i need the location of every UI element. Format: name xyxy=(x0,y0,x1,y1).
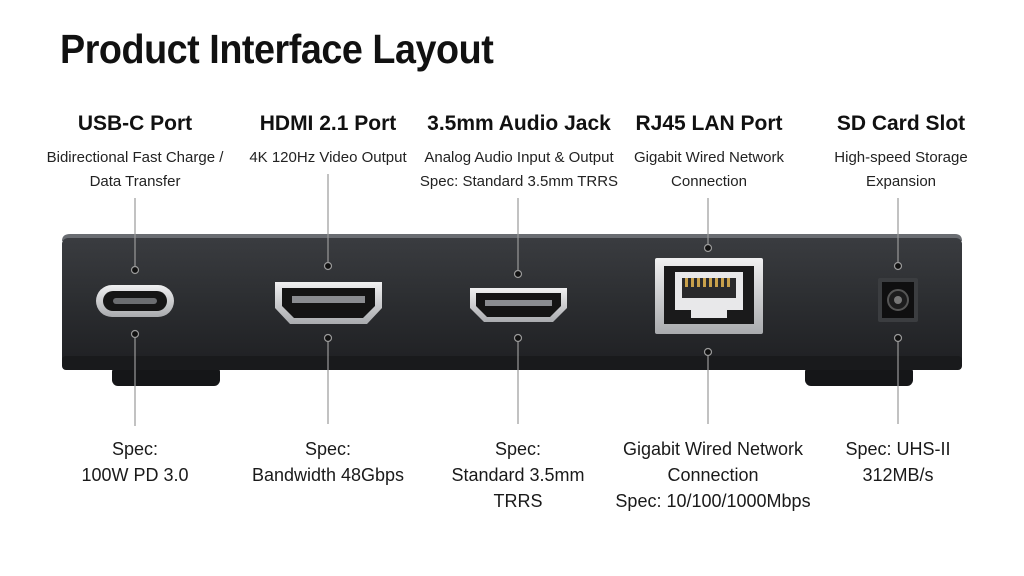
usb-c-description-line: Bidirectional Fast Charge / xyxy=(46,149,224,166)
device-bottom-edge xyxy=(62,356,962,370)
audio-jack-icon xyxy=(470,288,567,322)
rj45-callout xyxy=(703,198,713,424)
hdmi-port-description: 4K 120Hz Video Output xyxy=(203,146,453,170)
usb-c-spec-line: 100W PD 3.0 xyxy=(81,465,189,485)
hdmi-spec-line: Bandwidth 48Gbps xyxy=(251,465,405,485)
audio-jack-spec: Spec: Standard 3.5mm TRRS xyxy=(388,436,648,514)
usb-c-port-description: Bidirectional Fast Charge / Data Transfe… xyxy=(10,146,260,194)
usb-c-port-icon xyxy=(96,285,174,317)
audio-description-line: Analog Audio Input & Output xyxy=(424,149,614,166)
rj45-description-line: Gigabit Wired Network xyxy=(633,149,785,166)
audio-spec-line: Standard 3.5mm xyxy=(451,465,585,485)
sd-card-slot-spec: Spec: UHS-II 312MB/s xyxy=(768,436,1024,488)
sd-card-slot-icon xyxy=(878,278,918,322)
rj45-description-line: Connection xyxy=(671,173,747,190)
usb-c-description-line: Data Transfer xyxy=(89,173,181,190)
device-foot-right xyxy=(805,366,913,386)
hdmi-description-line: 4K 120Hz Video Output xyxy=(249,149,407,166)
rj45-spec-line: Spec: 10/100/1000Mbps xyxy=(615,491,811,511)
hdmi-spec-line: Spec: xyxy=(304,439,352,459)
audio-jack-callout xyxy=(513,198,523,424)
hdmi-port-icon xyxy=(275,282,382,324)
audio-description-line: Spec: Standard 3.5mm TRRS xyxy=(419,173,619,190)
audio-jack-title: 3.5mm Audio Jack xyxy=(427,112,611,135)
usb-c-callout xyxy=(130,198,140,426)
rj45-port-title: RJ45 LAN Port xyxy=(635,112,783,135)
sd-card-spec-line: Spec: UHS-II xyxy=(845,439,951,459)
rj45-port-description: Gigabit Wired Network Connection xyxy=(584,146,834,194)
sd-card-slot-title: SD Card Slot xyxy=(836,112,966,135)
sd-card-slot-description: High-speed Storage Expansion xyxy=(776,146,1024,194)
hdmi-port-title: HDMI 2.1 Port xyxy=(259,112,397,135)
sd-card-description-line: Expansion xyxy=(865,173,937,190)
rj45-spec-line: Connection xyxy=(667,465,759,485)
usb-c-port-spec: Spec: 100W PD 3.0 xyxy=(5,436,265,488)
hdmi-callout xyxy=(323,174,333,424)
sd-card-description-line: High-speed Storage xyxy=(834,149,968,166)
device-foot-left xyxy=(112,366,220,386)
rj45-spec-line: Gigabit Wired Network xyxy=(622,439,804,459)
audio-jack-description: Analog Audio Input & Output Spec: Standa… xyxy=(394,146,644,194)
sd-card-spec-line: 312MB/s xyxy=(862,465,934,485)
audio-spec-line: Spec: xyxy=(494,439,542,459)
rj45-port-icon xyxy=(655,258,763,334)
page-title: Product Interface Layout xyxy=(60,26,494,72)
sd-card-callout xyxy=(893,198,903,424)
hdmi-port-spec: Spec: Bandwidth 48Gbps xyxy=(198,436,458,488)
usb-c-spec-line: Spec: xyxy=(111,439,159,459)
usb-c-port-title: USB-C Port xyxy=(77,112,193,135)
rj45-port-spec: Gigabit Wired Network Connection Spec: 1… xyxy=(583,436,843,514)
audio-spec-line: TRRS xyxy=(493,491,543,511)
